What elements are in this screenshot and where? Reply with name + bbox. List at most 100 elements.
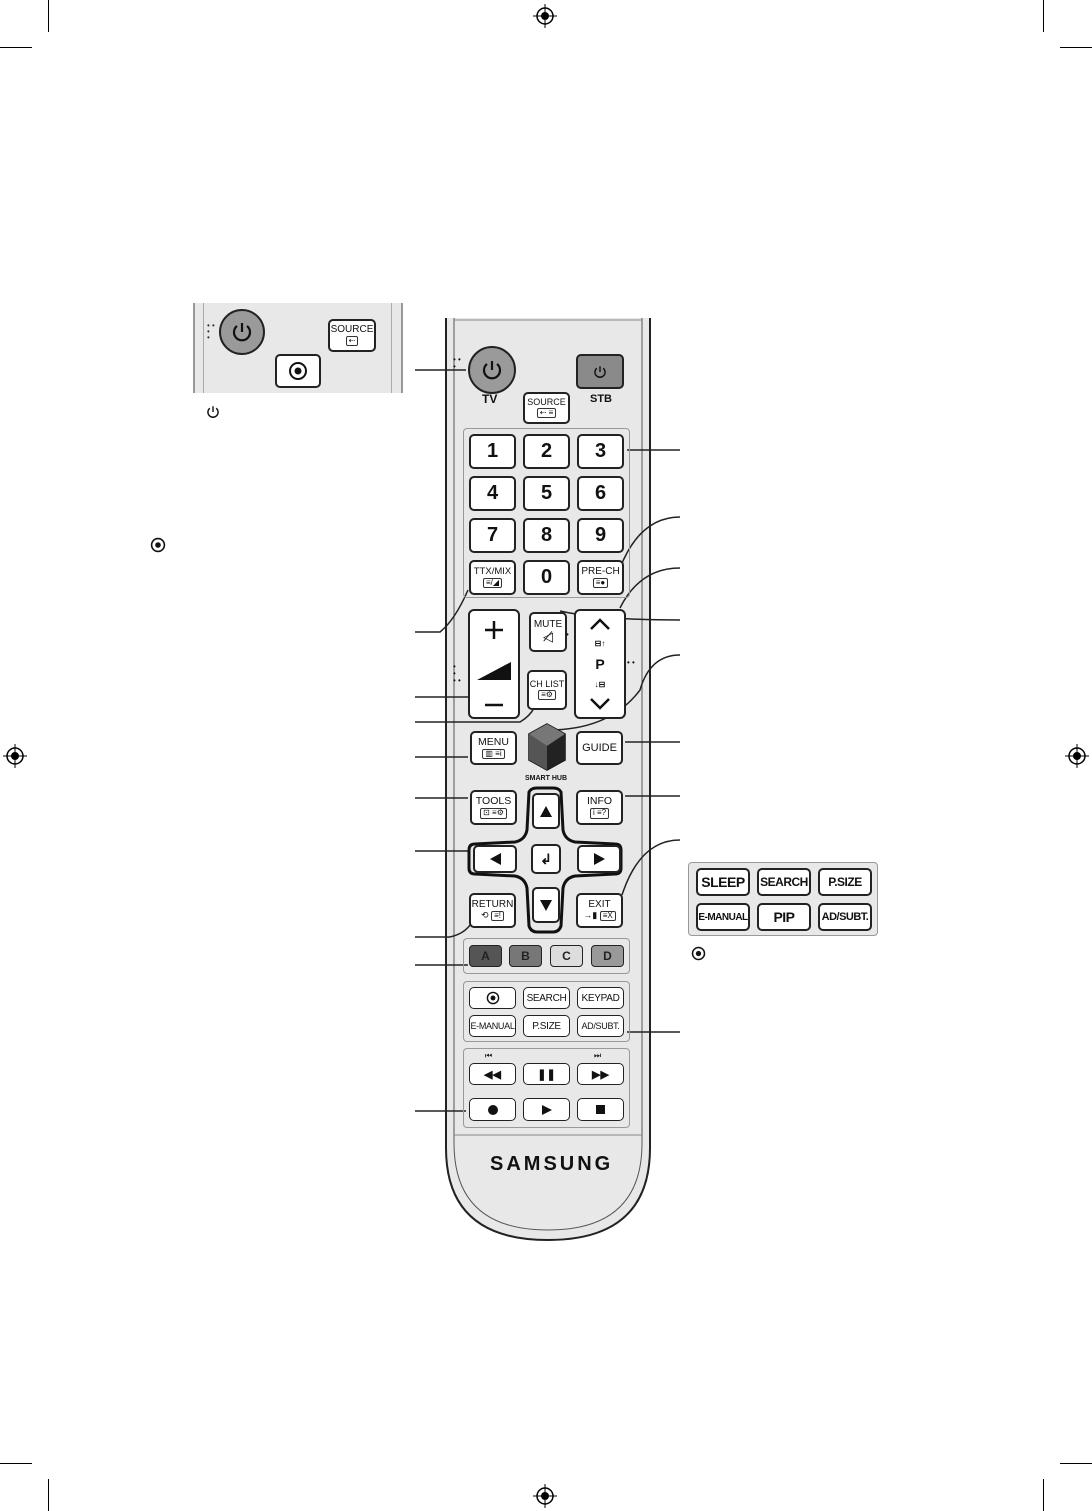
brand-logo: SAMSUNG [490, 1153, 614, 1175]
ch-up-sub-icon: ⊟↑ [594, 639, 606, 648]
color-button-c[interactable]: C [550, 945, 583, 967]
crop-mark [0, 47, 32, 48]
channel-down-icon [590, 698, 610, 710]
media-button-group [463, 1048, 630, 1128]
crop-mark [48, 0, 49, 32]
exit-button[interactable]: EXIT →▮ ≡X [576, 893, 623, 928]
keypad-button[interactable]: KEYPAD [577, 987, 624, 1009]
enter-icon: ↲ [540, 850, 552, 867]
dpad [467, 786, 623, 934]
arrow-right-icon [593, 853, 605, 865]
record-button[interactable] [469, 1098, 516, 1121]
source-label: SOURCE [527, 396, 566, 407]
color-button-d[interactable]: D [591, 945, 624, 967]
guide-button[interactable]: GUIDE [576, 731, 623, 765]
guide-label: GUIDE [582, 742, 617, 754]
tv-power-button[interactable] [468, 346, 516, 394]
tools-label: TOOLS [475, 795, 512, 808]
ir-dots: • •• [453, 355, 461, 371]
registration-mark-icon [3, 744, 27, 768]
pre-ch-button[interactable]: PRE-CH ≡● [577, 560, 624, 595]
number-button[interactable]: 5 [523, 476, 570, 511]
ch-list-label: CH LIST [529, 678, 565, 689]
source-icon: ⇠ [345, 336, 359, 347]
registration-mark-icon [533, 1484, 557, 1508]
number-button[interactable]: 6 [577, 476, 624, 511]
tools-button[interactable]: TOOLS ⊡ ≡⚙ [470, 790, 517, 825]
return-label: RETURN [471, 898, 514, 910]
dpad-left-button[interactable] [473, 845, 517, 873]
inset-emanual-button[interactable]: E-MANUAL [696, 903, 750, 931]
inset-psize-button[interactable]: P.SIZE [818, 868, 872, 896]
ir-dots: ••• • [453, 662, 461, 685]
p-label: P [595, 656, 605, 672]
exit-icon: →▮ ≡X [583, 910, 616, 922]
inset-search-button[interactable]: SEARCH [757, 868, 811, 896]
fast-forward-button[interactable]: ▶▶ [577, 1063, 624, 1085]
inset-source-label: SOURCE [330, 323, 374, 335]
volume-rocker[interactable] [468, 609, 520, 719]
inset-smart-button[interactable] [275, 354, 321, 388]
source-button[interactable]: SOURCE ⇠ ≡ [523, 392, 570, 424]
adsubt-button[interactable]: AD/SUBT. [577, 1015, 624, 1037]
inset-source-button[interactable]: SOURCE ⇠ [328, 319, 376, 352]
crop-mark [1043, 0, 1044, 32]
sleep-button[interactable]: SLEEP [696, 868, 750, 896]
menu-icon: ▥ ≡i [482, 748, 505, 760]
search-button[interactable]: SEARCH [523, 987, 570, 1009]
stb-power-button[interactable] [576, 354, 624, 389]
dpad-right-button[interactable] [577, 845, 621, 873]
inset-power-button[interactable] [219, 309, 265, 355]
stop-button[interactable] [577, 1098, 624, 1121]
smart-button[interactable] [469, 987, 516, 1009]
mute-icon: ◁̸ [543, 629, 553, 645]
ch-list-button[interactable]: CH LIST ≡⚙ [527, 670, 567, 710]
pause-icon: ❚❚ [537, 1068, 556, 1081]
number-button[interactable]: 1 [469, 434, 516, 469]
info-button[interactable]: INFO i ≡? [576, 790, 623, 825]
number-button[interactable]: 3 [577, 434, 624, 469]
rewind-button[interactable]: ◀◀ [469, 1063, 516, 1085]
color-button-a[interactable]: A [469, 945, 502, 967]
color-button-b[interactable]: B [509, 945, 542, 967]
number-button[interactable]: 7 [469, 518, 516, 553]
ch-down-sub-icon: ↓⊟ [594, 680, 606, 689]
crop-mark [48, 1479, 49, 1511]
return-button[interactable]: RETURN ⟲ ≡! [469, 893, 516, 928]
number-button[interactable]: 4 [469, 476, 516, 511]
mute-button[interactable]: MUTE ◁̸ [529, 612, 567, 652]
pause-button[interactable]: ❚❚ [523, 1063, 570, 1085]
psize-button[interactable]: P.SIZE [523, 1015, 570, 1037]
channel-rocker[interactable]: ⊟↑ P ↓⊟ [574, 609, 626, 719]
power-icon [232, 323, 252, 342]
number-button[interactable]: 9 [577, 518, 624, 553]
record-icon [487, 1104, 498, 1115]
crop-mark [1060, 47, 1092, 48]
arrow-left-icon [489, 853, 501, 865]
smart-hub-icon [289, 362, 307, 380]
info-label: INFO [586, 795, 613, 808]
crop-mark [1043, 1479, 1044, 1511]
number-button[interactable]: 0 [523, 560, 570, 595]
number-button[interactable]: 2 [523, 434, 570, 469]
emanual-button[interactable]: E-MANUAL [469, 1015, 516, 1037]
play-button[interactable] [523, 1098, 570, 1121]
fast-forward-icon: ▶▶ [592, 1068, 609, 1081]
smart-hub-button[interactable] [527, 722, 567, 772]
number-button[interactable]: 8 [523, 518, 570, 553]
registration-mark-icon [1065, 744, 1089, 768]
tools-icon: ⊡ ≡⚙ [480, 808, 507, 819]
dpad-up-button[interactable] [532, 793, 560, 829]
ttx-mix-button[interactable]: TTX/MIX ≡/◢ [469, 560, 516, 595]
teletext-icon: ≡/◢ [482, 577, 503, 589]
menu-button[interactable]: MENU ▥ ≡i [470, 731, 517, 765]
ir-dots: • • [627, 658, 635, 667]
inset-adsubt-button[interactable]: AD/SUBT. [818, 903, 872, 931]
dpad-down-button[interactable] [532, 887, 560, 923]
tv-label: TV [482, 392, 498, 406]
inset-divider [203, 303, 204, 393]
enter-button[interactable]: ↲ [531, 844, 561, 874]
arrow-down-icon [540, 899, 552, 911]
pip-button[interactable]: PIP [757, 903, 811, 931]
